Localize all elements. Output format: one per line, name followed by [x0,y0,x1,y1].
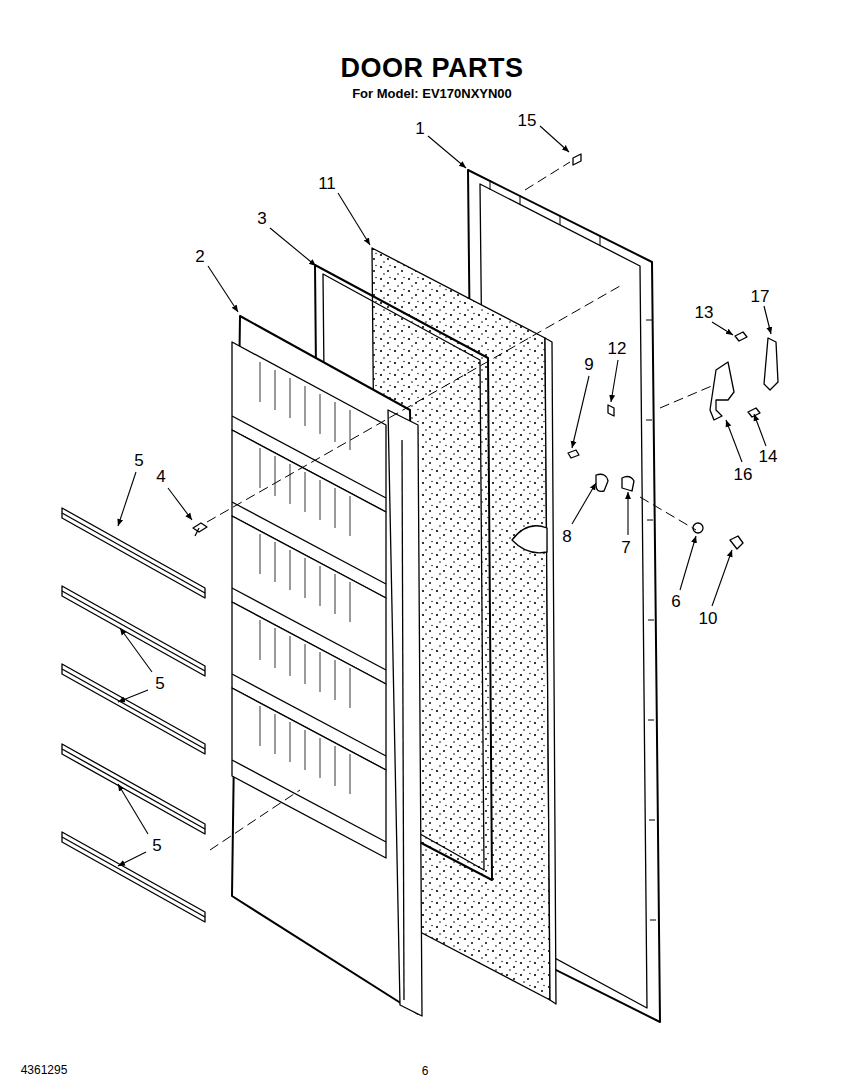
callout-number: 2 [194,248,205,265]
callout-number: 9 [583,356,594,373]
callout-number: 5 [151,837,162,854]
callout-number: 13 [694,304,715,321]
callout-number: 8 [561,528,572,545]
callout-number: 5 [133,452,144,469]
diagram-title: DOOR PARTS [340,55,523,82]
document-number: 4361295 [21,1064,68,1076]
callout-number: 12 [607,340,628,357]
callout-number: 4 [155,468,166,485]
callout-number: 6 [670,593,681,610]
callout-number: 1 [414,120,425,137]
callout-number: 15 [517,112,538,129]
callout-number: 11 [317,175,337,192]
callout-number: 17 [750,288,771,305]
callout-number: 10 [698,610,719,627]
callout-number: 16 [733,466,754,483]
callout-number: 14 [758,448,779,465]
callout-number: 7 [620,539,631,556]
callout-number: 5 [154,675,165,692]
callout-number: 3 [256,210,267,227]
model-subtitle: For Model: EV170NXYN00 [352,87,512,100]
page-number: 6 [422,1065,429,1077]
